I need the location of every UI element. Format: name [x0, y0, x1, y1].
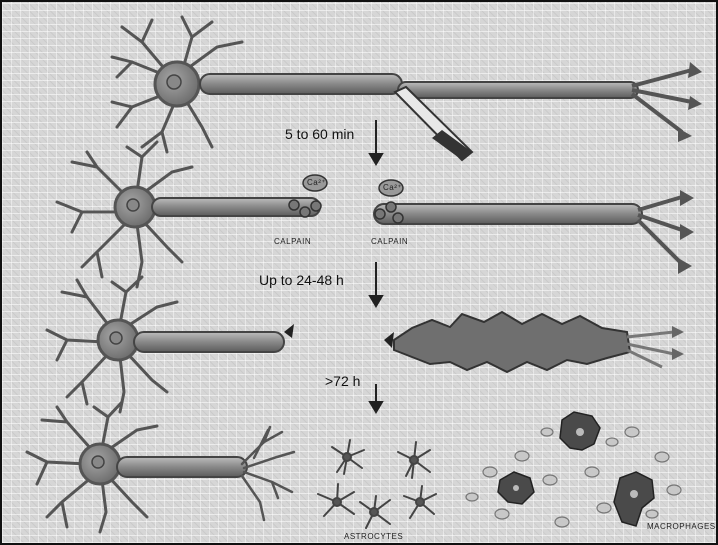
astrocyte-cell [332, 440, 364, 474]
axon-terminals-1 [632, 70, 692, 132]
axon-terminals-2 [638, 197, 682, 264]
astrocyte-cell [318, 484, 354, 516]
step-arrow-2 [370, 262, 382, 306]
terminal-boutons-2 [678, 190, 694, 274]
step-arrow-3 [370, 384, 382, 412]
calcium-ion-label-right: Ca²⁺ [383, 183, 402, 192]
neuron-row-4 [27, 402, 681, 532]
terminal-boutons-3 [672, 326, 684, 360]
axon-terminals-3 [627, 332, 674, 367]
axon-distal-2 [374, 204, 642, 224]
retraction-tip-right [384, 332, 394, 348]
time-step-label-2: Up to 24-48 h [259, 272, 344, 288]
axon-proximal-3 [134, 332, 284, 352]
neuron-row-3 [47, 277, 684, 412]
axon-beaded-distal-3 [394, 312, 630, 372]
astrocyte-cell [398, 442, 430, 478]
axon-regrowing-4 [117, 457, 247, 477]
calpain-label-left: CALPAIN [274, 237, 311, 246]
axon-proximal-1 [200, 74, 402, 94]
time-step-label-3: >72 h [325, 373, 360, 389]
time-step-label-1: 5 to 60 min [285, 126, 354, 142]
calpain-label-right: CALPAIN [371, 237, 408, 246]
neuron-row-1 [112, 17, 702, 160]
macrophages-label: MACROPHAGES [647, 522, 716, 531]
axon-distal-1 [398, 82, 638, 98]
astrocyte-cluster [318, 440, 436, 528]
growth-cone-sprouts [242, 427, 294, 520]
astrocyte-cell [404, 486, 436, 518]
astrocyte-cell [360, 496, 390, 528]
step-arrow-1 [370, 120, 382, 164]
calcium-ion-label-left: Ca²⁺ [307, 178, 326, 187]
macrophage-cell [614, 472, 654, 526]
astrocytes-label: ASTROCYTES [344, 532, 403, 541]
retraction-tip-left [284, 324, 294, 338]
